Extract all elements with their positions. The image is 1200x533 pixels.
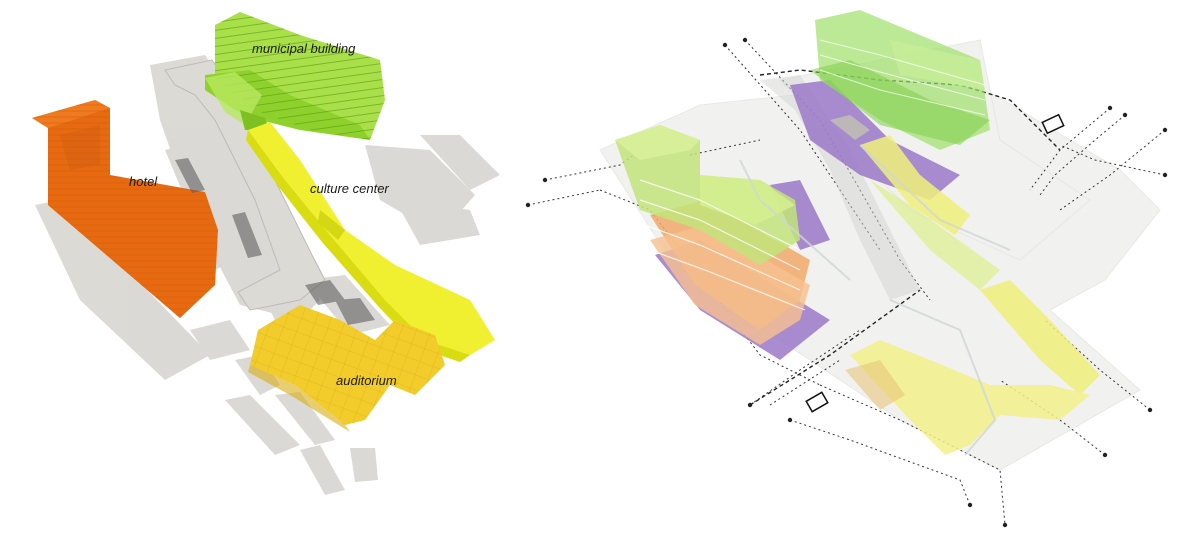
line-endpoints	[525, 37, 1168, 528]
label-culture-center: culture center	[310, 181, 389, 196]
label-auditorium: auditorium	[336, 373, 397, 388]
right-transparent-diagram	[525, 10, 1168, 528]
hotel-building	[32, 100, 218, 318]
right-municipal	[810, 10, 990, 150]
marker-square-bottom	[805, 391, 829, 413]
auditorium	[248, 305, 445, 432]
glass-outlines	[739, 144, 1011, 456]
municipal-building	[205, 12, 385, 140]
right-culture-center	[830, 115, 1100, 395]
label-municipal-building: municipal building	[252, 41, 356, 56]
left-dark-accents	[175, 158, 375, 325]
culture-center	[246, 122, 495, 362]
label-hotel: hotel	[129, 174, 158, 189]
right-walkway	[760, 75, 920, 300]
right-tower	[615, 125, 810, 345]
right-auditorium	[845, 340, 1090, 455]
marker-square-top	[1041, 113, 1065, 135]
left-axonometric-view	[32, 12, 500, 495]
